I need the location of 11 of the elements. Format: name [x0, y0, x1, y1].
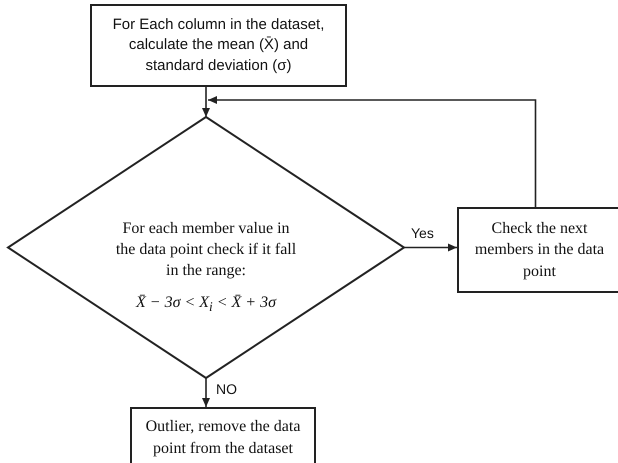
edge-label: NO [216, 381, 237, 397]
arrow [202, 378, 210, 407]
arrow [208, 96, 536, 207]
arrow [404, 244, 457, 252]
process-box: Outlier, remove the data point from the dataset [130, 407, 316, 463]
decision-text: For each member value in the data point check if it fall in the range: [114, 219, 298, 281]
edge-label: Yes [411, 225, 434, 241]
arrow [202, 87, 210, 117]
process-box: Check the next members in the data point [457, 207, 618, 293]
process-box: For Each column in the dataset, calculate the mean (X̄) and standard deviation (σ) [90, 4, 347, 87]
formula: X̄ − 3σ < X$_{i}$ < X̄ + 3σ [136, 293, 276, 316]
